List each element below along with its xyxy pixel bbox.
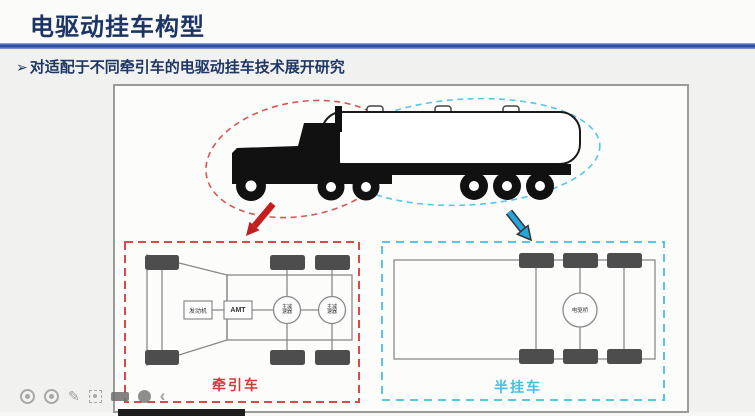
bullet-arrow-icon: ➢ <box>16 59 28 75</box>
red-arrow <box>246 201 276 236</box>
cyan-arrow <box>505 209 533 242</box>
selection-target-icon[interactable] <box>88 389 102 403</box>
tractor-schematic-wheels <box>145 255 350 365</box>
record-circle-icon[interactable] <box>20 388 35 404</box>
final-drive-2-label: 主减速器 <box>326 303 337 315</box>
tractor-schematic <box>124 241 360 403</box>
title-divider <box>0 43 755 49</box>
pen-icon[interactable]: ✎ <box>68 388 80 404</box>
engine-box-label: 发动机 <box>188 308 207 315</box>
research-bullet: ➢对适配于不同牵引车的电驱动挂车技术展开研究 <box>16 56 345 77</box>
research-bullet-text: 对适配于不同牵引车的电驱动挂车技术展开研究 <box>29 59 345 76</box>
tank-trailer-illustration <box>321 105 581 175</box>
edrive-axle-label: 电驱桥 <box>571 308 589 314</box>
final-drive-1-label: 主减速器 <box>281 303 292 315</box>
collapse-toolbar-icon[interactable]: ‹ <box>159 386 166 405</box>
figure-canvas <box>124 97 665 403</box>
page-title: 电驱动挂车构型 <box>30 14 205 41</box>
amt-box-label: AMT <box>230 306 246 314</box>
record-circle2-icon[interactable] <box>44 388 59 404</box>
trailer-schematic-wheels <box>519 253 642 364</box>
bottom-strip <box>0 412 755 416</box>
figure-panel: 发动机 AMT 主减速器 主减速器 电驱桥 牵引车 半挂车 <box>113 84 689 413</box>
trailer-schematic <box>381 241 665 401</box>
tractor-caption: 牵引车 <box>212 377 260 393</box>
highlight-bar-icon[interactable] <box>110 391 129 401</box>
trailer-wheels-illustration <box>460 172 554 200</box>
pointer-dot-icon[interactable] <box>137 389 151 403</box>
tractor-illustration <box>232 106 392 201</box>
trailer-caption: 半挂车 <box>494 379 542 395</box>
annotation-toolbar: ✎ ‹ <box>20 384 190 408</box>
title-bar: 电驱动挂车构型 <box>0 0 755 43</box>
window-bottom-bar <box>118 409 245 416</box>
